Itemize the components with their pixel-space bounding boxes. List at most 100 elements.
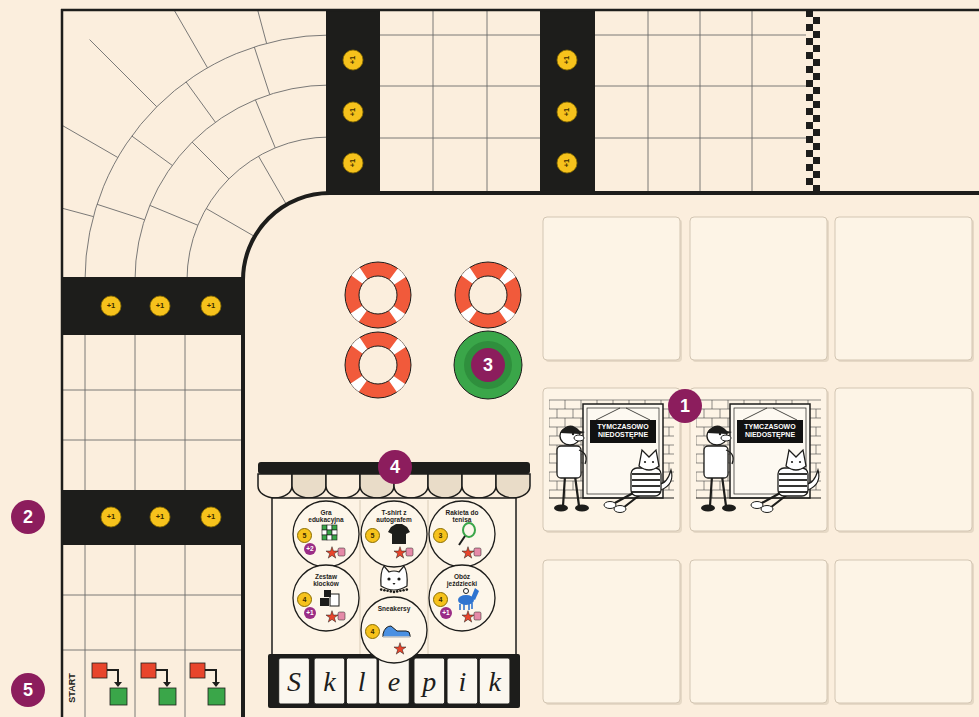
coin xyxy=(150,507,170,527)
red-cube xyxy=(190,663,205,678)
brick-joint xyxy=(565,400,566,409)
star-icon xyxy=(462,611,474,622)
move-arrow xyxy=(205,670,216,684)
horse-legs xyxy=(460,603,472,610)
brick-joint xyxy=(549,418,550,427)
coin xyxy=(557,153,577,173)
star-icon xyxy=(394,643,406,654)
necklace-bead xyxy=(396,590,399,593)
cap xyxy=(707,425,732,434)
coin xyxy=(557,102,577,122)
finish-check xyxy=(813,45,820,52)
coin-value: +1 xyxy=(150,507,170,527)
awning-scallop xyxy=(462,474,496,498)
lifebuoy xyxy=(345,332,411,398)
finish-check xyxy=(813,87,820,94)
track-arc xyxy=(85,35,330,280)
shirt-stripe xyxy=(779,479,807,481)
striped-shirt xyxy=(778,468,808,496)
callout-number: 3 xyxy=(471,348,505,382)
eye xyxy=(799,461,801,463)
coin xyxy=(150,296,170,316)
item-disc xyxy=(429,565,495,631)
necklace-bead xyxy=(386,590,389,593)
finish-check xyxy=(813,129,820,136)
ground xyxy=(696,498,821,499)
track-arc xyxy=(187,137,330,280)
block xyxy=(330,594,339,606)
like-icon xyxy=(406,548,413,556)
puzzle-cell xyxy=(322,525,327,530)
fox-head xyxy=(786,450,806,470)
cat-eye xyxy=(387,577,390,580)
door xyxy=(583,404,663,498)
cap xyxy=(560,425,585,434)
track-line xyxy=(62,595,243,596)
finish-check xyxy=(813,157,820,164)
brick-joint xyxy=(816,409,817,418)
card-shape xyxy=(690,388,827,531)
necklace-bead xyxy=(406,588,409,591)
coin-value: +1 xyxy=(557,102,577,122)
callout-number: 2 xyxy=(11,500,45,534)
start-label: START xyxy=(66,663,78,713)
callout-number: 4 xyxy=(378,450,412,484)
door xyxy=(730,404,810,498)
sneaker-sole xyxy=(383,636,410,637)
shirt-stripe xyxy=(779,485,807,487)
necklace-bead xyxy=(402,589,405,592)
track-line xyxy=(700,10,701,193)
shelf-divider xyxy=(428,500,429,654)
horse-head xyxy=(471,588,479,600)
finish-check xyxy=(806,178,813,185)
brick-joint xyxy=(712,400,713,409)
track-divider xyxy=(132,136,172,165)
shop-item-token: Gra edukacyjna5+2 xyxy=(292,500,360,568)
brick-joint xyxy=(816,445,817,454)
brick-joint xyxy=(712,418,713,427)
necklace-bead xyxy=(399,590,402,593)
brick-joint xyxy=(816,463,817,472)
brick-line xyxy=(549,400,674,401)
shirt-stripe xyxy=(632,485,660,487)
shop-sign-text: Sklepik xyxy=(272,660,516,704)
red-cube xyxy=(92,663,107,678)
card-slot xyxy=(543,217,680,360)
price-coin: 4 xyxy=(365,624,380,639)
shoe xyxy=(554,505,568,512)
item-name: Zestaw klocków xyxy=(304,573,348,588)
awning-scallop xyxy=(326,474,360,498)
legs xyxy=(563,476,579,506)
brick-joint xyxy=(696,436,697,445)
green-token xyxy=(454,331,522,399)
brick-joint xyxy=(549,436,550,445)
card-face xyxy=(690,388,827,531)
cat-eye xyxy=(397,577,400,580)
lifebuoy-hole xyxy=(469,276,507,314)
track-line xyxy=(487,10,488,193)
move-arrow xyxy=(107,670,118,684)
lifebuoy-band xyxy=(462,269,514,321)
coin-value: +1 xyxy=(343,102,363,122)
item-disc xyxy=(293,565,359,631)
lifebuoy-band xyxy=(352,339,404,391)
shoe xyxy=(575,505,589,512)
coin xyxy=(343,50,363,70)
legs xyxy=(710,476,726,506)
shoe xyxy=(701,505,715,512)
track-divider xyxy=(90,40,157,107)
finish-check xyxy=(813,143,820,150)
brick-joint xyxy=(549,400,550,409)
item-disc xyxy=(361,501,427,567)
puzzle-cell xyxy=(322,530,327,535)
finish-check xyxy=(806,122,813,129)
awning-scallop xyxy=(428,474,462,498)
striped-shirt xyxy=(631,468,661,496)
brick-joint xyxy=(557,481,558,490)
brick-joint xyxy=(704,409,705,418)
finish-check xyxy=(806,38,813,45)
unavailable-card: TYMCZASOWO NIEDOSTĘPNE xyxy=(690,388,827,531)
lifebuoy-hole xyxy=(359,276,397,314)
track-arc xyxy=(135,85,330,280)
